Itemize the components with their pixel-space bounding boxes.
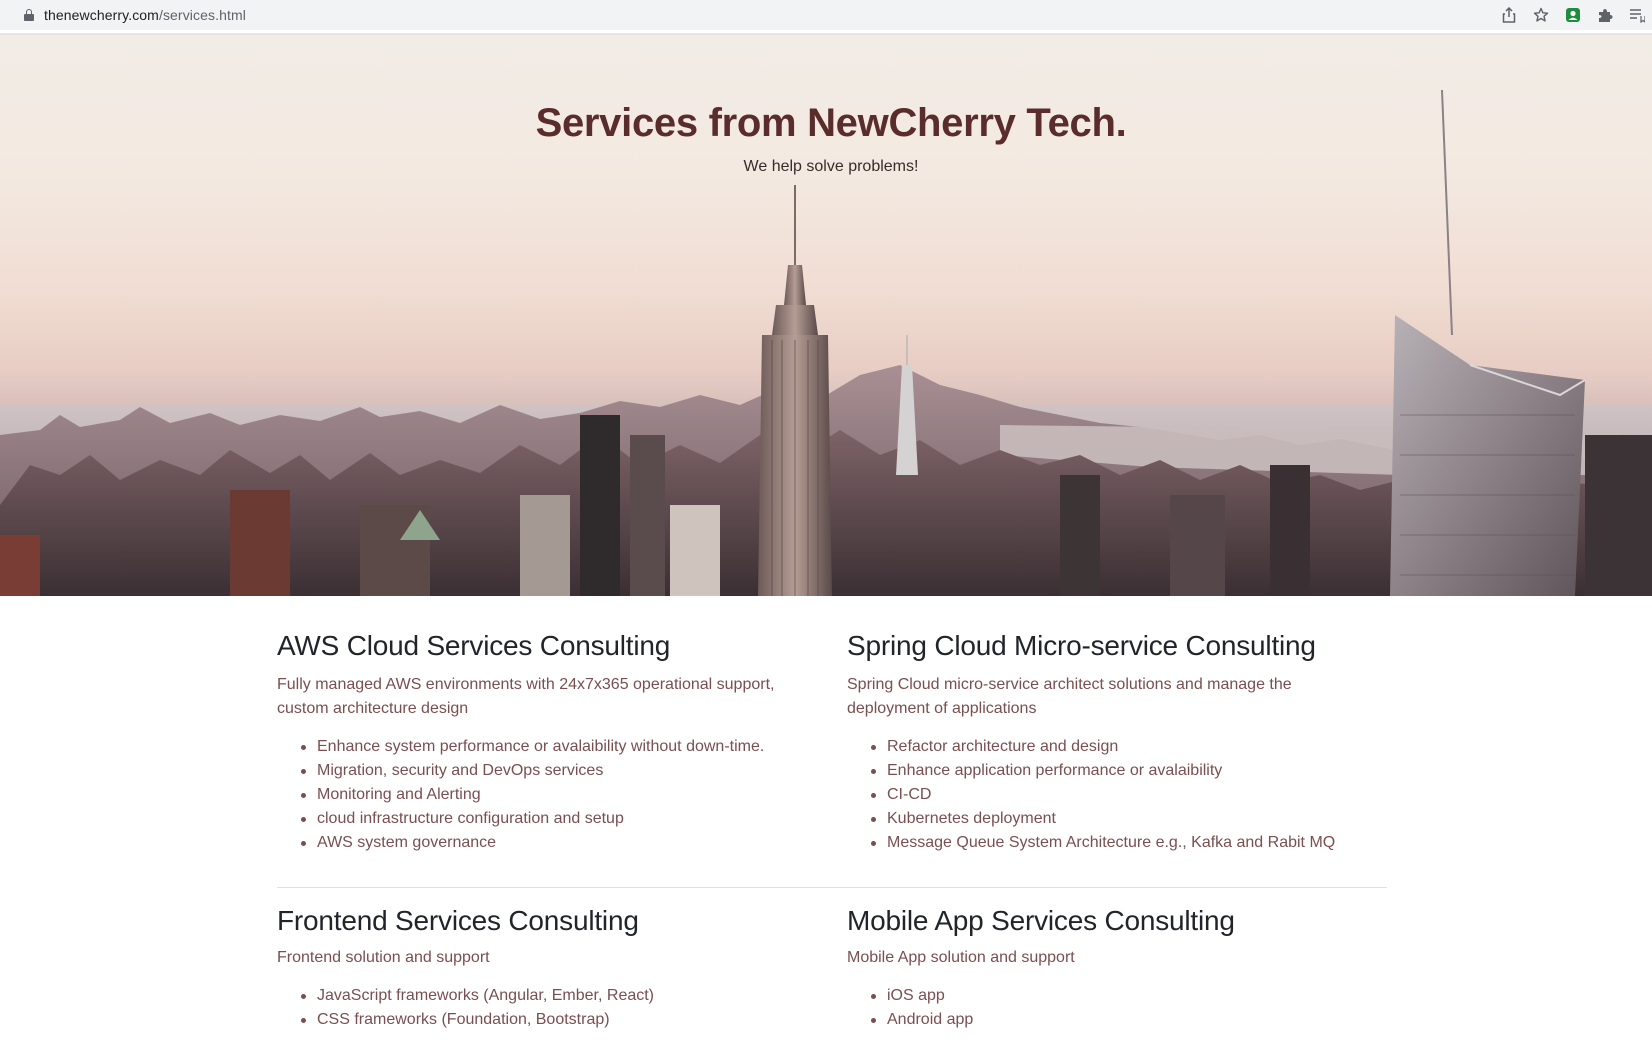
puzzle-extensions-icon[interactable] [1596,6,1614,24]
list-item: CI-CD [871,783,1387,807]
page-subtitle: We help solve problems! [743,158,919,175]
services-row: Frontend Services Consulting Frontend so… [277,888,1387,1032]
list-item: AWS system governance [301,831,847,855]
service-description: Spring Cloud micro-service architect sol… [847,676,1292,717]
service-card-mobile-app: Mobile App Services Consulting Mobile Ap… [847,888,1387,1032]
services-section: AWS Cloud Services Consulting Fully mana… [277,596,1387,1032]
share-icon[interactable] [1500,6,1518,24]
service-feature-list: Refactor architecture and design Enhance… [847,735,1387,855]
browser-toolbar: thenewcherry.com/services.html [0,0,1652,30]
lock-icon[interactable] [24,8,34,21]
list-item: cloud infrastructure configuration and s… [301,807,847,831]
service-description: Frontend solution and support [277,949,490,966]
service-feature-list: iOS app Android app [847,984,1387,1032]
hero-banner: Services from NewCherry Tech. We help so… [0,35,1652,596]
service-title: Frontend Services Consulting [277,905,639,936]
url-domain: thenewcherry.com [44,6,159,23]
service-card-frontend: Frontend Services Consulting Frontend so… [277,888,847,1032]
list-item: Kubernetes deployment [871,807,1387,831]
list-item: CSS frameworks (Foundation, Bootstrap) [301,1008,847,1032]
list-item: Refactor architecture and design [871,735,1387,759]
toolbar-divider [0,33,1652,35]
service-title: AWS Cloud Services Consulting [277,630,671,661]
url-path: /services.html [158,6,246,23]
list-item: Enhance system performance or avalaibili… [301,735,847,759]
list-item: iOS app [871,984,1387,1008]
services-row: AWS Cloud Services Consulting Fully mana… [277,596,1387,855]
profile-extension-icon[interactable] [1564,6,1582,24]
service-card-aws: AWS Cloud Services Consulting Fully mana… [277,596,847,855]
address-bar[interactable]: thenewcherry.com/services.html [8,1,1490,28]
service-title: Spring Cloud Micro-service Consulting [847,630,1316,661]
service-title: Mobile App Services Consulting [847,905,1235,936]
service-description: Fully managed AWS environments with 24x7… [277,676,775,717]
reading-list-icon[interactable] [1628,6,1646,24]
bookmark-star-icon[interactable] [1532,6,1550,24]
list-item: Monitoring and Alerting [301,783,847,807]
service-feature-list: Enhance system performance or avalaibili… [277,735,847,855]
list-item: Message Queue System Architecture e.g., … [871,831,1387,855]
list-item: Android app [871,1008,1387,1032]
list-item: JavaScript frameworks (Angular, Ember, R… [301,984,847,1008]
list-item: Enhance application performance or avala… [871,759,1387,783]
url-text[interactable]: thenewcherry.com/services.html [44,7,246,23]
service-card-spring-cloud: Spring Cloud Micro-service Consulting Sp… [847,596,1387,855]
city-skyline-image [0,89,1652,596]
service-feature-list: JavaScript frameworks (Angular, Ember, R… [277,984,847,1032]
list-item: Migration, security and DevOps services [301,759,847,783]
section-divider [277,887,1387,888]
service-description: Mobile App solution and support [847,949,1075,966]
page-title: Services from NewCherry Tech. [535,101,1127,145]
